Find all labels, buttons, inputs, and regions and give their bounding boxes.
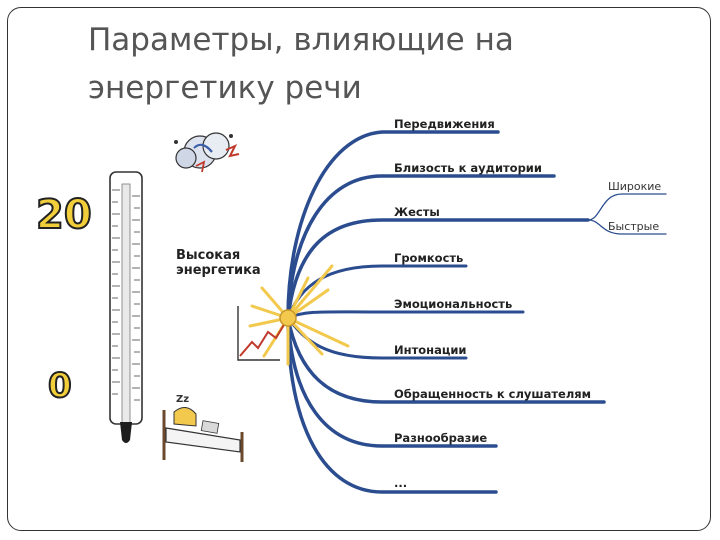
energy-graph-icon — [237, 306, 289, 361]
bed-icon: Zz — [162, 394, 244, 462]
spark-rays — [248, 264, 350, 366]
branch-label-gestures: Жесты — [394, 205, 440, 219]
branch-label-emotionality: Эмоциональность — [394, 297, 513, 311]
branch-label-proximity: Близость к аудитории — [394, 161, 542, 175]
gesture-sub-wide: Широкие — [608, 180, 662, 193]
thermometer-icon — [109, 171, 143, 443]
thermometer-bottom-number: 0 — [47, 365, 73, 407]
slide-title: Параметры, влияющие на энергетику речи — [88, 22, 514, 106]
svg-text:Zz: Zz — [176, 394, 189, 405]
energy-diagram: Zz 20 0 — [26, 110, 684, 506]
branch-lines — [286, 130, 667, 494]
diagram-drawing: Zz — [109, 130, 667, 494]
thermometer-top-number: 20 — [35, 191, 93, 239]
branch-label-variety: Разнообразие — [394, 431, 488, 445]
center-label: Высокая энергетика — [176, 248, 261, 278]
branch-label-audience-address: Обращенность к слушателям — [394, 387, 592, 401]
branch-label-more: ... — [394, 476, 408, 490]
branch-label-volume: Громкость — [394, 251, 464, 265]
branch-label-movement: Передвижения — [394, 117, 495, 131]
gesture-sub-fast: Быстрые — [608, 220, 660, 233]
branch-label-intonation: Интонации — [394, 343, 467, 357]
storm-cloud-icon — [174, 132, 240, 173]
energy-core-icon — [279, 309, 297, 327]
